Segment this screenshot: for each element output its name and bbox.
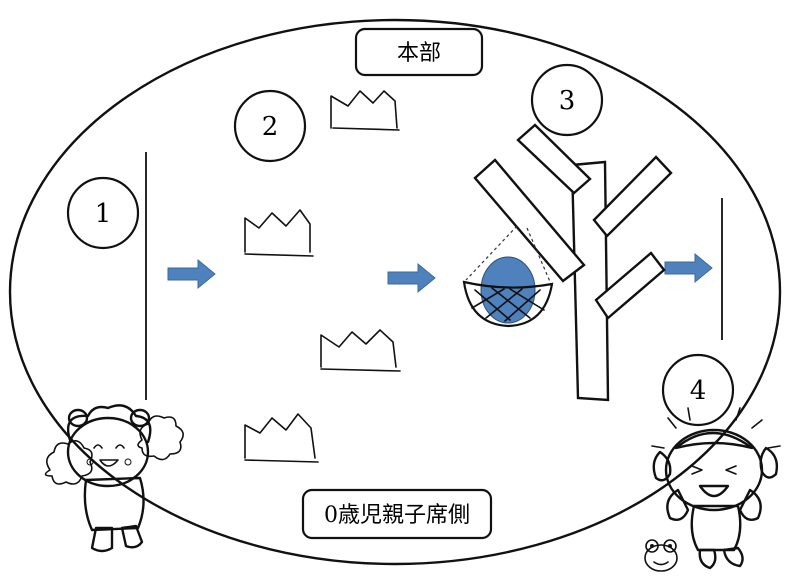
tree-branch [592, 155, 673, 238]
crown-marker [244, 413, 319, 463]
shouting-dog-icon [651, 407, 781, 570]
station-4-marker: 4 [661, 353, 735, 427]
tree-frame [473, 123, 673, 402]
tree-branch [594, 251, 666, 320]
tree-trunk [570, 160, 610, 402]
direction-arrow [664, 252, 713, 284]
small-frog-icon [644, 539, 678, 572]
parent-seating-label: 0歳児親子席側 [324, 503, 470, 528]
station-2-number: 2 [262, 112, 279, 142]
parent-seating-box: 0歳児親子席側 [301, 488, 493, 540]
station-3-number: 3 [559, 86, 576, 116]
station-1-marker: 1 [66, 176, 140, 250]
headquarters-label: 本部 [397, 41, 441, 66]
field-boundary [8, 18, 782, 566]
station-3-marker: 3 [530, 63, 604, 137]
tree-branch [516, 123, 592, 195]
ball [480, 256, 536, 324]
crown-marker [330, 90, 400, 131]
direction-arrow [167, 258, 216, 290]
crown-marker [244, 209, 314, 257]
station-1-number: 1 [95, 199, 112, 229]
station-2-marker: 2 [233, 89, 307, 163]
direction-arrow [387, 262, 436, 294]
tree-branch [473, 158, 586, 283]
station-4-number: 4 [690, 376, 707, 406]
cheerleader-bear-icon [44, 404, 184, 553]
hanging-net [462, 225, 554, 328]
crown-marker [320, 329, 401, 372]
headquarters-box: 本部 [354, 27, 484, 77]
